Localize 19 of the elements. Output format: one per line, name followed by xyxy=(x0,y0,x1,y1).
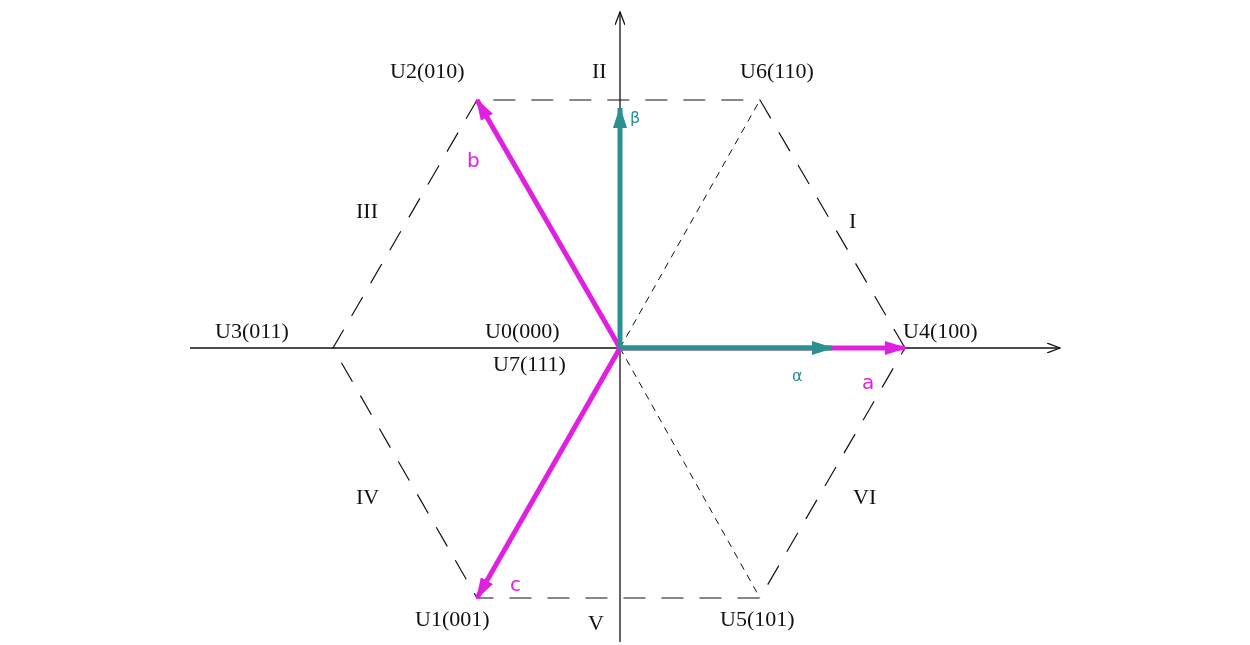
vector-label: β xyxy=(630,110,641,126)
vector-label: c xyxy=(510,574,521,594)
sector-label: I xyxy=(849,210,857,232)
sector-label: II xyxy=(592,60,607,82)
vertex-label: U2(010) xyxy=(390,60,465,82)
vector-label: α xyxy=(792,368,803,384)
sector-label: VI xyxy=(853,486,877,508)
vertex-label: U7(111) xyxy=(493,353,566,375)
vertex-label: U6(110) xyxy=(740,60,814,82)
vertex-label: U3(011) xyxy=(215,320,289,342)
vector-label: a xyxy=(862,372,875,392)
vertex-label: U5(101) xyxy=(720,608,795,630)
sector-label: V xyxy=(588,612,604,634)
vertex-label: U1(001) xyxy=(415,608,490,630)
vector-label: b xyxy=(467,150,480,170)
vertex-label: U4(100) xyxy=(903,320,978,342)
vertex-label: U0(000) xyxy=(485,320,560,342)
sector-label: III xyxy=(356,200,378,222)
sector-label: IV xyxy=(356,486,380,508)
